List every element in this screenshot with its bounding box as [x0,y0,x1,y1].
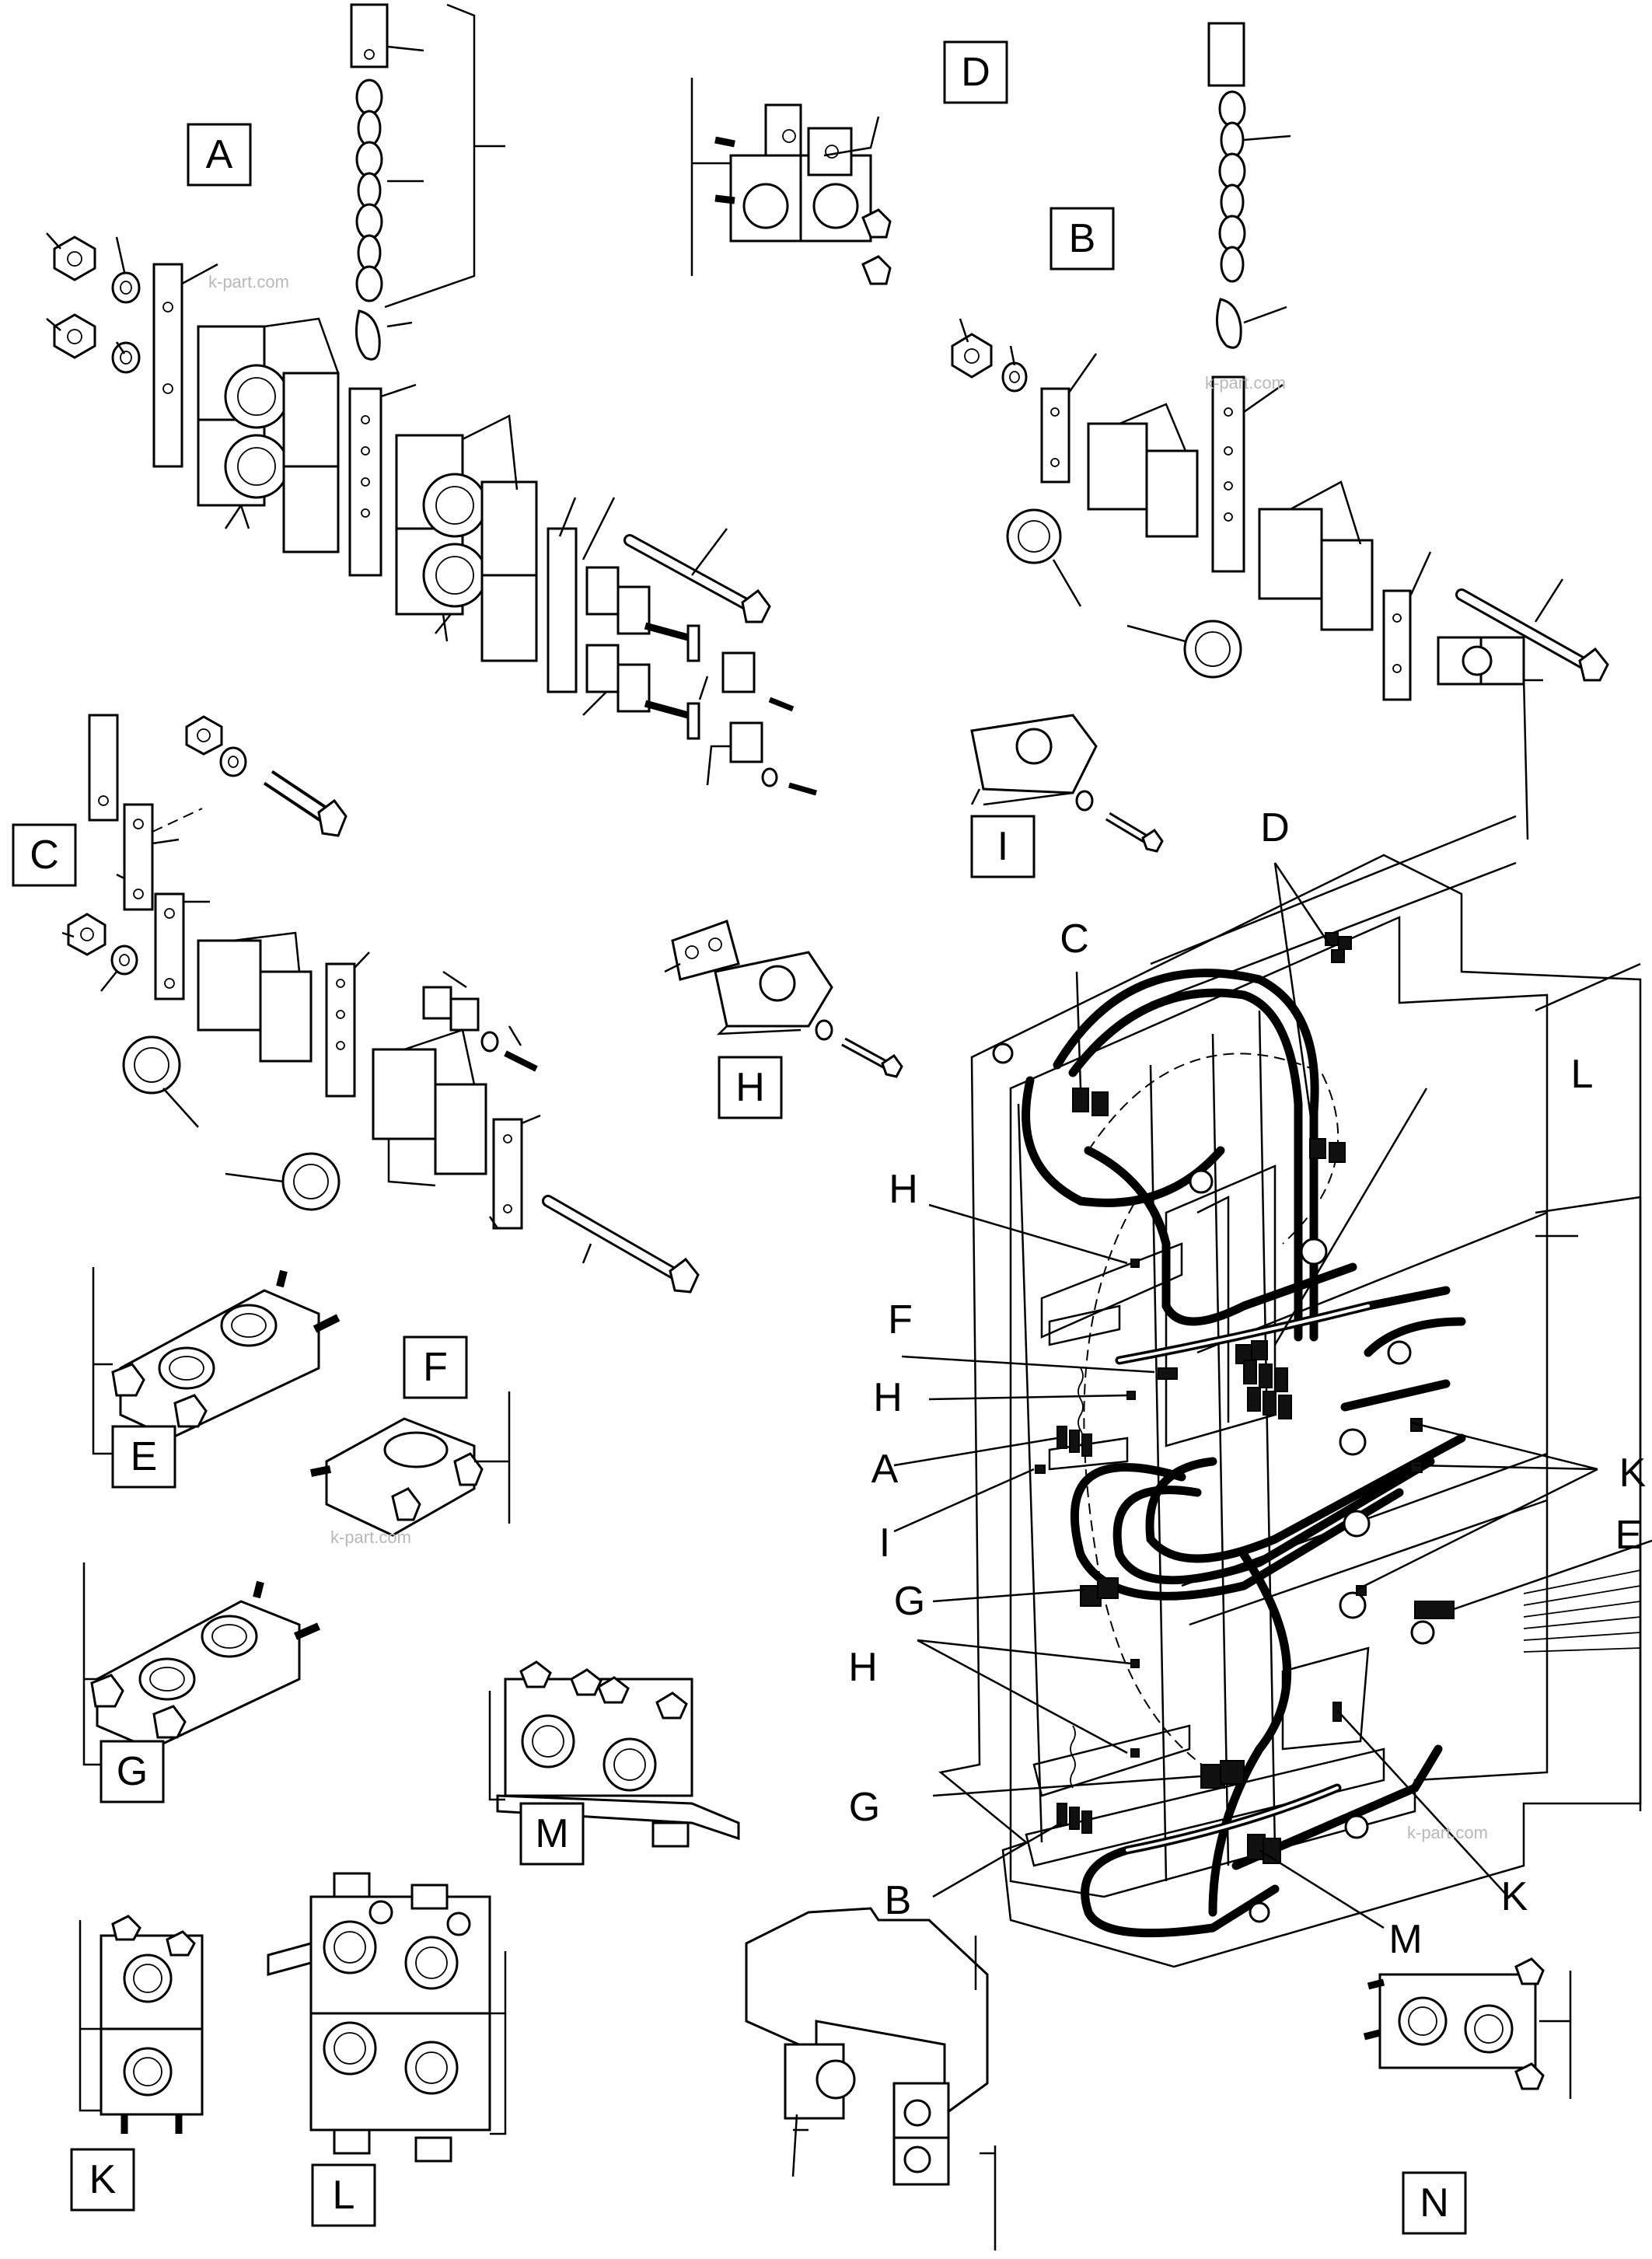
bolt-part [263,770,348,837]
watermark-text: k-part.com [1205,373,1286,393]
callout-label-l: L [1571,1052,1594,1097]
long-bolt-part [623,534,771,623]
chain-part [1218,90,1246,283]
svg-text:I: I [997,824,1008,869]
callout-label-g: G [894,1579,925,1624]
small-clamp-part [585,566,620,616]
retainer-part [686,624,700,662]
callout-label-d: D [1260,805,1290,850]
svg-text:F: F [423,1345,448,1390]
assembly-b [951,22,1609,840]
svg-text:G: G [117,1749,148,1794]
small-clamp-part [616,663,651,713]
mounted-clamp-blocks [1035,932,1455,1864]
svg-text:C: C [30,833,59,878]
clamp-half-part [282,372,340,468]
callout-label-m: M [1388,1917,1422,1962]
callout-label-i: I [879,1521,890,1566]
box-label-l: L [311,2163,376,2227]
svg-text:M: M [535,1811,568,1856]
long-bolt-part [542,1195,700,1294]
clamp-l-illustration [267,1872,507,2163]
svg-text:A: A [206,132,233,177]
svg-text:L: L [333,2173,355,2218]
box-label-g: G [100,1740,165,1803]
shield-clamp-illustration [745,1907,997,2250]
box-label-f: F [403,1335,468,1399]
box-label-h: H [718,1056,783,1119]
clamp-e-illustration [92,1267,341,1455]
callout-label-b: B [885,1878,912,1923]
box-label-k: K [70,2148,135,2212]
svg-text:H: H [735,1065,765,1110]
callout-label-h: H [889,1167,918,1212]
clamp-half-part [480,480,538,577]
box-label-m: M [519,1802,585,1866]
clamp-half-part [480,574,538,662]
clamp-half-part [282,465,340,553]
small-clamp-part [616,585,651,635]
watermark-text: k-part.com [330,1528,411,1547]
callout-label-c: C [1060,917,1089,962]
small-clamp-part [729,721,763,763]
clamp-k-illustration [79,1915,204,2134]
spacer-plate-part [348,387,382,577]
callout-label-a: A [871,1447,899,1492]
long-bolt-part [1455,588,1609,682]
bolt-part [841,1037,903,1078]
box-label-a: A [187,123,252,187]
callout-label-e: E [1615,1513,1643,1558]
callout-label-k: K [1501,1874,1528,1919]
callout-label-k: K [1619,1451,1647,1496]
svg-text:E: E [131,1434,158,1479]
small-clamp-part [721,651,756,693]
small-plate-part [547,527,578,693]
cover-plate-part [152,263,183,468]
machine-frame [938,815,1642,1968]
nut-part [53,236,96,281]
callout-leaders [893,862,1652,1929]
callout-label-g: G [849,1785,880,1830]
clamp-g-illustration [82,1562,320,1766]
box-label-c: C [12,823,77,887]
chain-part [355,79,383,302]
box-label-e: E [111,1425,176,1489]
washer-part [111,271,141,304]
clamp-f-illustration [310,1391,511,1537]
box-label-i: I [970,815,1036,878]
assembly-d-top [690,78,892,285]
watermark-text: k-part.com [208,272,289,292]
box-label-d: D [943,40,1008,104]
retainer-part [686,702,700,740]
assembly-a [46,3,817,796]
svg-text:N: N [1420,2180,1449,2226]
svg-text:B: B [1069,216,1096,261]
svg-text:D: D [961,50,990,95]
hydraulic-hoses [992,969,1466,1938]
assembly-c [61,714,700,1294]
spacer-plate-part [1211,375,1245,573]
clamp-n-illustration [1363,1957,1572,2099]
svg-text:K: K [89,2157,117,2202]
callout-label-f: F [888,1297,913,1342]
callout-label-h: H [848,1645,878,1690]
plate-part [350,3,389,68]
nut-part [53,313,96,359]
assembly-i [970,714,1164,853]
callout-label-h: H [873,1375,903,1420]
box-label-n: N [1402,2171,1467,2235]
snap-hook-part [354,309,381,361]
box-label-b: B [1050,207,1115,271]
washer-part [111,341,141,374]
assembly-h [664,920,903,1078]
bolt-part [1105,812,1164,853]
small-clamp-part [585,644,620,693]
watermark-text: k-part.com [1407,1823,1488,1842]
